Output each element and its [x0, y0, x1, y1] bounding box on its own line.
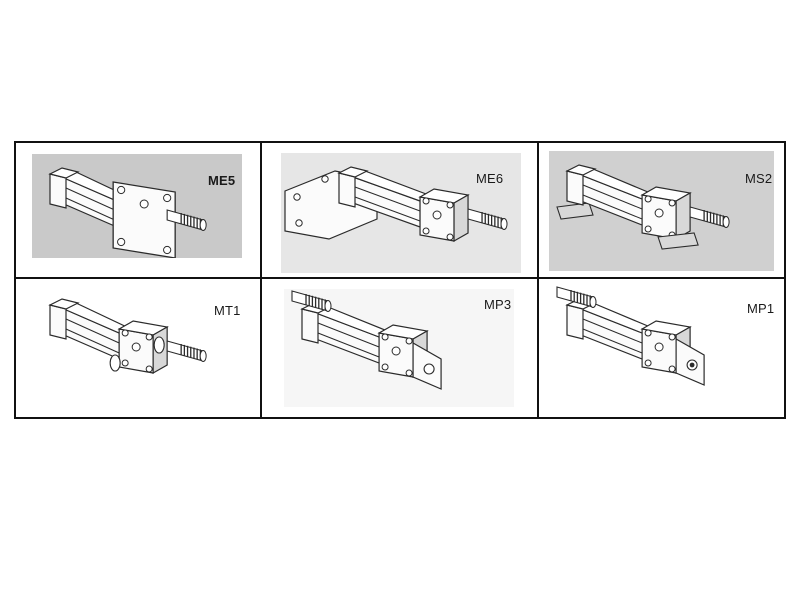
cylinder-photo [549, 285, 774, 403]
mount-label: MP3 [484, 297, 512, 312]
cell-mt1: MT1 [16, 279, 262, 417]
mount-label: ME6 [476, 171, 504, 186]
cell-mp3: MP3 [262, 279, 539, 417]
mount-label: MP1 [747, 301, 775, 316]
cell-mp1: MP1 [539, 279, 784, 417]
mount-label: ME5 [208, 173, 236, 188]
cylinder-photo [281, 153, 521, 273]
hydraulic-cylinder-icon [291, 290, 442, 390]
mount-label: MS2 [745, 171, 773, 186]
hydraulic-cylinder-icon [48, 298, 207, 375]
cylinder-photo [32, 154, 242, 258]
mount-label: MT1 [214, 303, 241, 318]
cell-ms2: MS2 [539, 143, 784, 279]
cell-me5: ME5 [16, 143, 262, 279]
hydraulic-cylinder-icon [284, 166, 508, 243]
cylinder-photo [549, 151, 774, 271]
hydraulic-cylinder-icon [48, 167, 207, 258]
cylinder-photo [32, 285, 242, 403]
hydraulic-cylinder-icon [556, 286, 705, 386]
hydraulic-cylinder-icon [556, 164, 730, 250]
mounting-style-grid: ME5 ME6 MS2 MT1 MP3 MP1 [14, 141, 786, 419]
cell-me6: ME6 [262, 143, 539, 279]
cylinder-photo [284, 289, 514, 407]
